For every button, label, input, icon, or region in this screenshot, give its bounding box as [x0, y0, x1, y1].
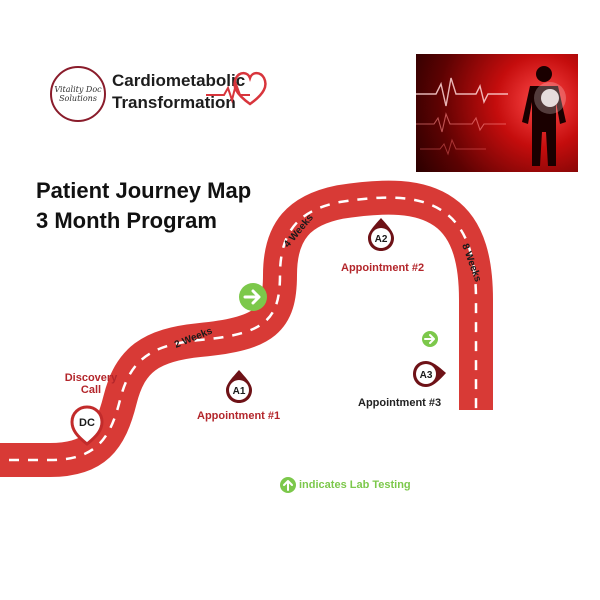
- marker-a1-pin-icon: [226, 370, 252, 403]
- marker-a3-pin-icon: [413, 361, 446, 387]
- page-title-line1: Patient Journey Map: [36, 178, 252, 203]
- page-title-line2: 3 Month Program: [36, 208, 217, 233]
- hero-image: [416, 54, 578, 172]
- marker-a3-label: Appointment #3: [358, 397, 442, 409]
- marker-dc-code: DC: [79, 417, 95, 429]
- road-surface: [0, 180, 493, 477]
- lab-testing-arrow-icon: [239, 283, 267, 311]
- marker-a2-pin-icon: [368, 218, 394, 251]
- marker-a2-label: Appointment #2: [341, 262, 425, 274]
- marker-dc-pin-icon: [70, 405, 104, 446]
- marker-a2-code: A2: [375, 234, 388, 245]
- marker-a3-code: A3: [420, 370, 433, 381]
- marker-dc-label-line1: Discovery: [64, 372, 118, 384]
- brand-name-line1: Cardiometabolic: [112, 71, 246, 90]
- legend-text: indicates Lab Testing: [299, 479, 411, 491]
- legend-lab-testing-icon: [280, 477, 296, 493]
- logo-badge: Vitality Doc Solutions: [50, 66, 106, 122]
- logo-text-line1: Vitality Doc: [54, 85, 102, 94]
- heart-body-icon: [416, 66, 566, 166]
- brand-name: Cardiometabolic Transformation: [112, 70, 245, 114]
- logo-text-line2: Solutions: [59, 94, 97, 103]
- lab-testing-arrow-icon: [422, 331, 438, 347]
- page-title: Patient Journey Map 3 Month Program: [36, 176, 251, 236]
- marker-dc-label-line2: Call: [80, 384, 102, 396]
- marker-dc-label: Discovery Call: [56, 372, 126, 396]
- brand-name-line2: Transformation: [112, 93, 236, 112]
- marker-a1-code: A1: [233, 386, 246, 397]
- heartbeat-heart-icon: [206, 71, 267, 106]
- marker-a1-label: Appointment #1: [197, 410, 281, 422]
